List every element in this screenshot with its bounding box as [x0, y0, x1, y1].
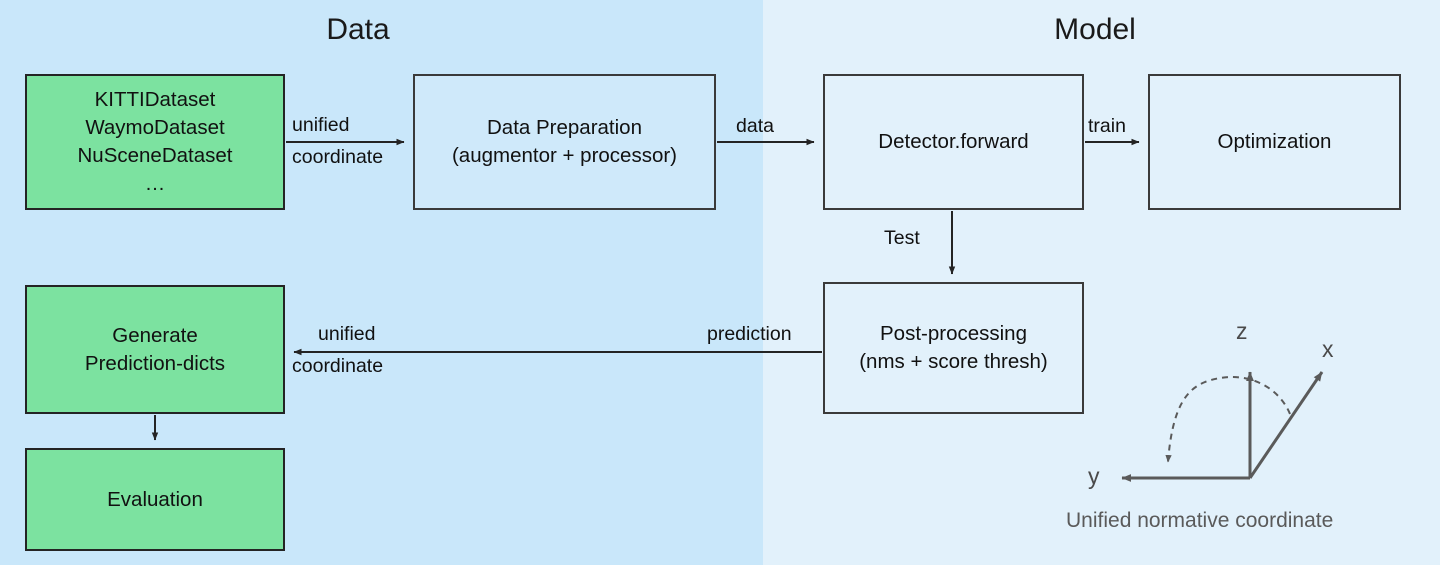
- axis-label-y: y: [1088, 463, 1100, 489]
- edge-label-unified-bottom: unified: [318, 323, 376, 345]
- coordinate-widget-caption: Unified normative coordinate: [1066, 509, 1334, 532]
- edge-label-unified-top: unified: [292, 114, 350, 136]
- edge-label-test: Test: [884, 227, 920, 249]
- edge-label-data: data: [736, 115, 774, 137]
- panel-model-title: Model: [1054, 13, 1136, 46]
- edge-label-prediction: prediction: [707, 323, 792, 345]
- node-evaluation[interactable]: Evaluation: [25, 448, 285, 551]
- node-post-processing-line-2: (nms + score thresh): [859, 350, 1048, 373]
- node-generate-line-2: Prediction-dicts: [84, 351, 226, 375]
- node-data-preparation[interactable]: Data Preparation (augmentor + processor): [413, 74, 716, 210]
- edge-label-coordinate-top: coordinate: [292, 146, 384, 168]
- node-datasets-line-1: KITTIDataset: [94, 88, 216, 111]
- axis-label-x: x: [1322, 336, 1334, 362]
- node-post-processing-line-1: Post-processing: [880, 322, 1027, 345]
- node-generate-prediction-dicts[interactable]: Generate Prediction-dicts: [25, 285, 285, 414]
- node-optimization-label: Optimization: [1217, 130, 1332, 153]
- node-detector-forward[interactable]: Detector.forward: [823, 74, 1084, 210]
- node-post-processing[interactable]: Post-processing (nms + score thresh): [823, 282, 1084, 414]
- node-datasets[interactable]: KITTIDataset WaymoDataset NuSceneDataset…: [25, 74, 285, 210]
- node-datasets-line-2: WaymoDataset: [85, 116, 225, 139]
- node-data-preparation-line-1: Data Preparation: [487, 116, 642, 139]
- node-detector-forward-label: Detector.forward: [878, 130, 1029, 153]
- node-datasets-line-4: …: [144, 172, 166, 195]
- axis-label-z: z: [1236, 318, 1248, 344]
- node-evaluation-label: Evaluation: [107, 487, 203, 511]
- node-data-preparation-line-2: (augmentor + processor): [451, 144, 678, 167]
- edge-label-train: train: [1088, 115, 1126, 137]
- node-optimization[interactable]: Optimization: [1148, 74, 1401, 210]
- node-generate-line-1: Generate: [112, 323, 198, 347]
- node-datasets-line-3: NuSceneDataset: [77, 144, 233, 167]
- edge-label-coordinate-bottom: coordinate: [292, 355, 384, 377]
- panel-data-title: Data: [326, 13, 390, 46]
